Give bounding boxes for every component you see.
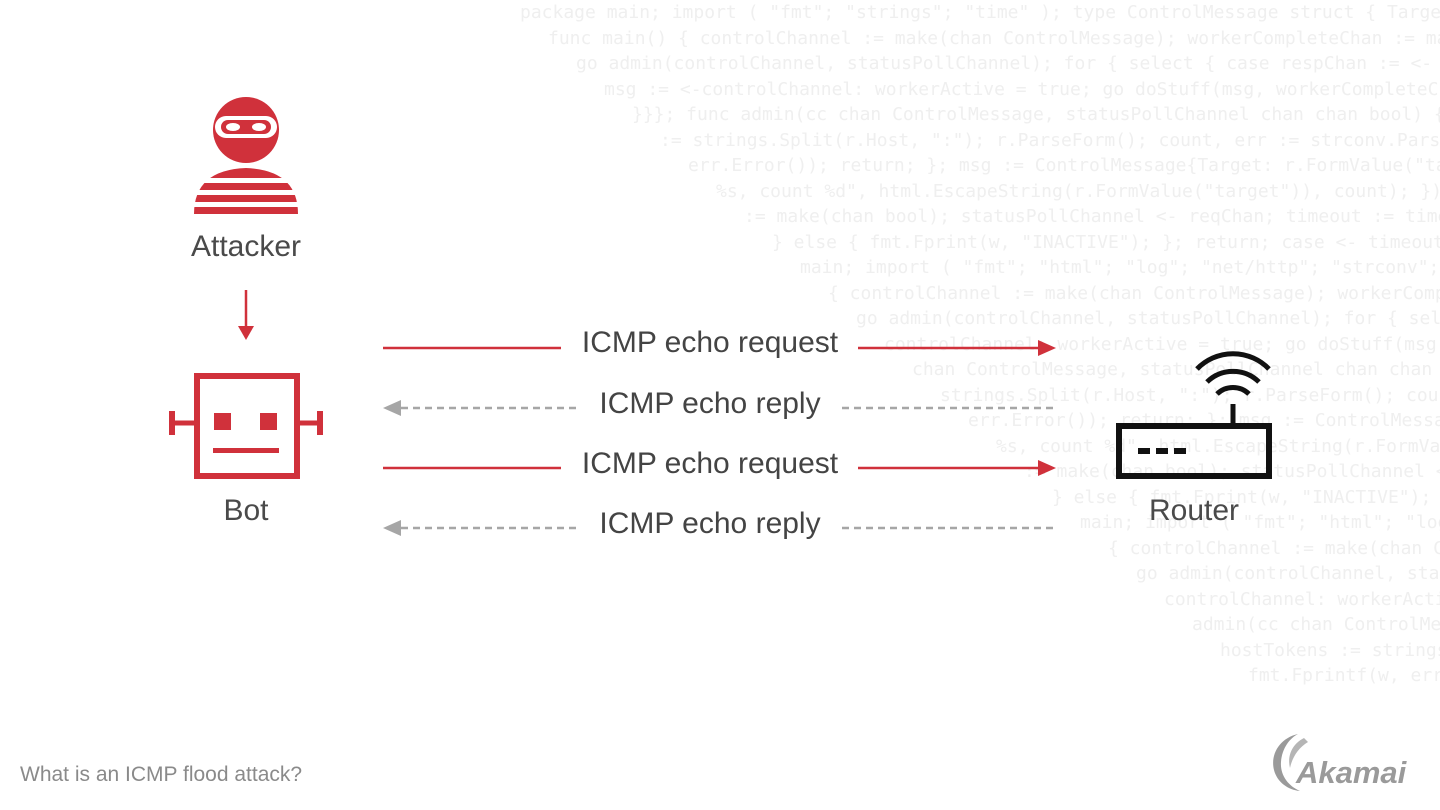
background-code-line: main; import ( "fmt"; "html"; "log"; "ne… [800,257,1440,278]
background-code-line: := make(chan bool); statusPollChannel <-… [744,206,1440,227]
flow-arrow-request-2-right [858,460,1056,476]
background-code-line: { controlChannel := make(chan ControlMes… [1108,537,1440,559]
flow-arrow-reply-1-right [842,406,1056,410]
background-code-line: controlChannel: workerActive = true; go … [1164,588,1440,610]
flow-label-reply-1: ICMP echo reply [599,387,821,420]
flow-arrow-reply-2-right [842,526,1056,530]
flow-arrow-reply-2-left [383,520,576,536]
background-code-line: err.Error()); return; }; msg := ControlM… [688,155,1440,176]
flow-arrow-request-2-left [383,466,561,470]
background-code-line: hostTokens := strings.Split(r.Host, ":")… [1220,639,1440,661]
akamai-logo: Akamai [1273,734,1408,791]
page-title: What is an ICMP flood attack? [20,763,303,786]
flow-arrow-request-1-right [858,340,1056,356]
background-code-line: admin(cc chan ControlMessage, statusPoll… [1192,614,1440,635]
router-icon [1116,351,1272,479]
svg-text:Akamai: Akamai [1295,755,1408,790]
background-code-line: package main; import ( "fmt"; "strings";… [520,2,1440,23]
background-code-line: func main() { controlChannel := make(cha… [548,27,1440,49]
background-code-line: go admin(controlChannel, statusPollChann… [1136,563,1440,584]
attacker-to-bot-arrow [238,290,254,340]
router-label: Router [1148,494,1240,527]
background-code-line: } else { fmt.Fprint(w, "INACTIVE"); }; r… [772,231,1440,253]
background-code-line: msg := <-controlChannel: workerActive = … [604,78,1440,100]
background-code-line: go admin(controlChannel, statusPollChann… [856,308,1440,329]
background-code-line: { controlChannel := make(chan ControlMes… [828,282,1440,304]
background-code-line: %s, count %d", html.EscapeString(r.FormV… [716,180,1440,202]
background-code-line: }}}; func admin(cc chan ControlMessage, … [632,104,1440,125]
attacker-icon [192,97,300,214]
bot-icon [169,373,323,479]
background-code-line: fmt.Fprintf(w, err.Error()); return; }; [1248,665,1440,686]
flow-arrow-reply-1-left [383,400,576,416]
background-code-line: := strings.Split(r.Host, ":"); r.ParseFo… [660,129,1440,151]
flow-label-reply-2: ICMP echo reply [599,507,821,540]
flow-label-request-1: ICMP echo request [581,326,839,359]
bot-label: Bot [223,494,269,527]
background-code-line: go admin(controlChannel, statusPollChann… [576,53,1433,74]
flow-arrow-request-1-left [383,346,561,350]
flow-label-request-2: ICMP echo request [581,447,839,480]
attacker-label: Attacker [190,230,302,263]
